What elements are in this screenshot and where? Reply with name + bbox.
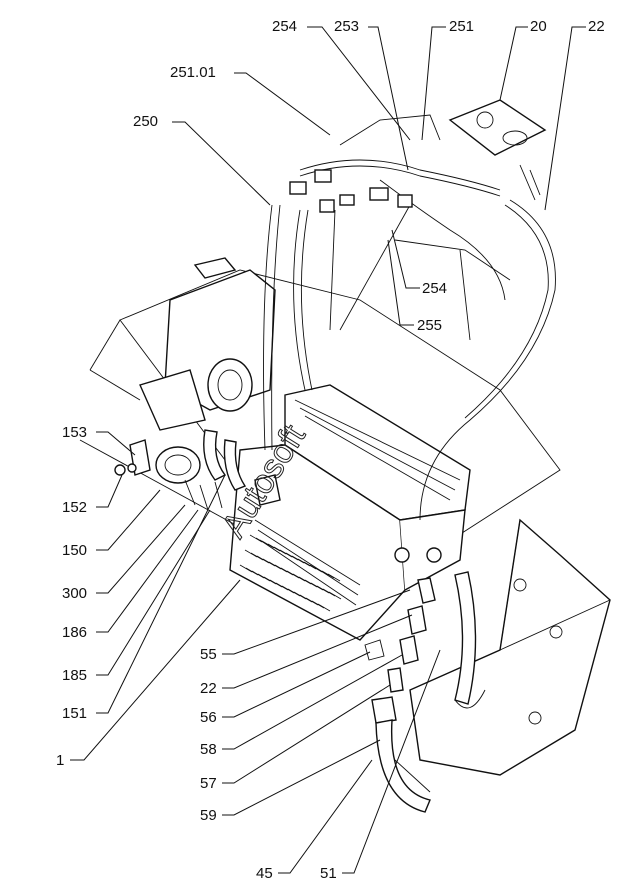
callout-label: 255 xyxy=(417,317,442,334)
callout-251-01: 251.01 xyxy=(170,64,331,136)
callout-label: 152 xyxy=(62,499,87,516)
callout-55: 55 xyxy=(200,589,411,663)
callout-label: 254 xyxy=(272,18,297,35)
callout-label: 254 xyxy=(422,280,447,297)
callout-label: 150 xyxy=(62,542,87,559)
callout-153: 153 xyxy=(62,424,136,456)
callout-label: 153 xyxy=(62,424,87,441)
callout-51: 51 xyxy=(320,649,441,882)
callout-label: 45 xyxy=(256,865,273,882)
callout-45: 45 xyxy=(256,759,373,882)
callout-57: 57 xyxy=(200,684,391,792)
callout-300: 300 xyxy=(62,504,186,602)
callout-label: 185 xyxy=(62,667,87,684)
callout-255: 255 xyxy=(387,239,442,334)
callout-label: 59 xyxy=(200,807,217,824)
callout-152: 152 xyxy=(62,474,123,516)
callout-label: 1 xyxy=(56,752,64,769)
callout-label: 57 xyxy=(200,775,217,792)
callout-253: 253 xyxy=(334,18,409,171)
callout-254-mid: 254 xyxy=(391,229,447,297)
callout-250: 250 xyxy=(133,113,271,206)
callout-20: 20 xyxy=(499,18,547,101)
callout-label: 56 xyxy=(200,709,217,726)
callout-label: 51 xyxy=(320,865,337,882)
callout-label: 250 xyxy=(133,113,158,130)
callout-59: 59 xyxy=(200,739,381,824)
callout-label: 186 xyxy=(62,624,87,641)
callout-label: 55 xyxy=(200,646,217,663)
callout-label: 251 xyxy=(449,18,474,35)
wiring-harness xyxy=(263,99,556,521)
blower-housing xyxy=(139,257,276,431)
callout-22-bottom: 22 xyxy=(200,614,413,697)
callout-label: 20 xyxy=(530,18,547,35)
heater-core-fins xyxy=(239,534,342,612)
callout-151: 151 xyxy=(62,474,226,722)
callout-254-top: 254 xyxy=(272,18,411,141)
callout-label: 253 xyxy=(334,18,359,35)
callout-58: 58 xyxy=(200,654,403,758)
callout-label: 22 xyxy=(200,680,217,697)
callout-label: 251.01 xyxy=(170,64,216,81)
callout-label: 300 xyxy=(62,585,87,602)
callout-1: 1 xyxy=(56,579,241,769)
callout-251: 251 xyxy=(421,18,474,141)
hose-assembly xyxy=(364,571,486,813)
callout-186: 186 xyxy=(62,509,199,641)
callout-label: 22 xyxy=(588,18,605,35)
callout-label: 58 xyxy=(200,741,217,758)
callout-label: 151 xyxy=(62,705,87,722)
left-pipe-assembly xyxy=(114,429,281,511)
callout-185: 185 xyxy=(62,509,211,684)
callout-150: 150 xyxy=(62,489,161,559)
callout-56: 56 xyxy=(200,651,371,726)
callout-22-top: 22 xyxy=(544,18,605,211)
